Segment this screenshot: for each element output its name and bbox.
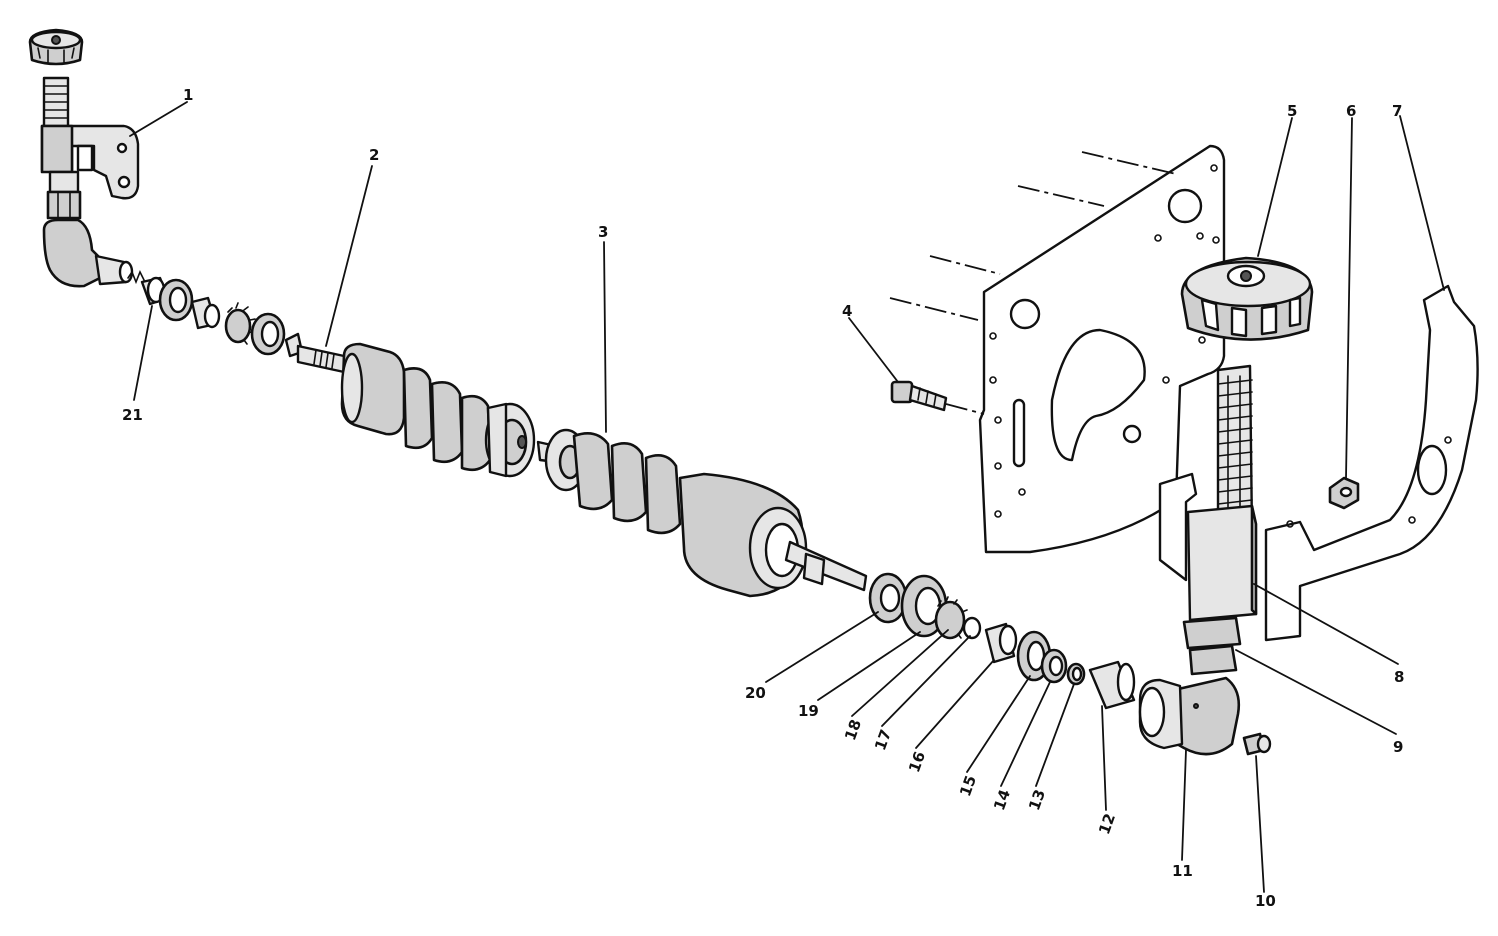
- left-elbow-housing: [42, 218, 134, 288]
- elbow-housing-11: [1138, 676, 1241, 756]
- callout-9: 9: [1393, 738, 1403, 756]
- callout-5: 5: [1287, 102, 1297, 120]
- gear-18: [934, 596, 970, 640]
- washer-14: [1040, 648, 1068, 684]
- callout-3: 3: [598, 223, 608, 241]
- callout-1: 1: [183, 86, 193, 104]
- roller-2-shaft: [296, 344, 346, 374]
- callout-17: 17: [871, 727, 895, 753]
- ring-17: [962, 616, 982, 640]
- callout-2: 2: [369, 146, 379, 164]
- clamp-block-8: [1158, 472, 1258, 622]
- callout-15: 15: [956, 773, 980, 799]
- left-seal-ring: [158, 278, 194, 322]
- grease-fitting-10: [1242, 732, 1272, 756]
- callout-12: 12: [1095, 811, 1119, 837]
- spacer-16: [984, 622, 1018, 664]
- screw-4: [890, 380, 985, 415]
- ring-13: [1066, 662, 1086, 686]
- callout-21: 21: [122, 406, 143, 424]
- bracket-7: [1264, 284, 1479, 642]
- callout-14: 14: [990, 787, 1014, 813]
- callout-10: 10: [1255, 892, 1276, 910]
- left-knob: [28, 28, 84, 66]
- bearing-20: [868, 572, 908, 624]
- callout-11: 11: [1172, 862, 1193, 880]
- callout-18: 18: [841, 717, 865, 743]
- right-threaded-rod: [1216, 364, 1254, 536]
- left-gear: [224, 302, 256, 345]
- callout-6: 6: [1346, 102, 1356, 120]
- callout-7: 7: [1392, 102, 1402, 120]
- callout-8: 8: [1394, 668, 1404, 686]
- roller-2-body: [340, 342, 536, 478]
- callout-16: 16: [905, 749, 929, 775]
- hex-nut-9: [1182, 616, 1242, 676]
- callout-4: 4: [842, 302, 852, 320]
- left-small-spring: [127, 270, 145, 285]
- roller-3-body: [536, 428, 868, 598]
- callout-13: 13: [1025, 787, 1049, 813]
- knob-5: [1180, 256, 1314, 341]
- bushing-12: [1088, 660, 1136, 710]
- plate-phantom-lines: [889, 151, 1177, 321]
- leader-lines: [129, 101, 1445, 893]
- nut-6: [1328, 476, 1360, 510]
- left-spacer: [190, 296, 221, 330]
- left-bearing: [250, 312, 286, 356]
- left-threaded-rod: [42, 76, 70, 130]
- callout-labels: 1 2 3 4 5 6 7 8 9 10 11 12 13 14 15 16 1…: [122, 86, 1404, 910]
- callout-19: 19: [798, 702, 819, 720]
- mounting-plate: [978, 144, 1226, 554]
- left-hex-nut: [46, 170, 82, 220]
- callout-20: 20: [745, 684, 766, 702]
